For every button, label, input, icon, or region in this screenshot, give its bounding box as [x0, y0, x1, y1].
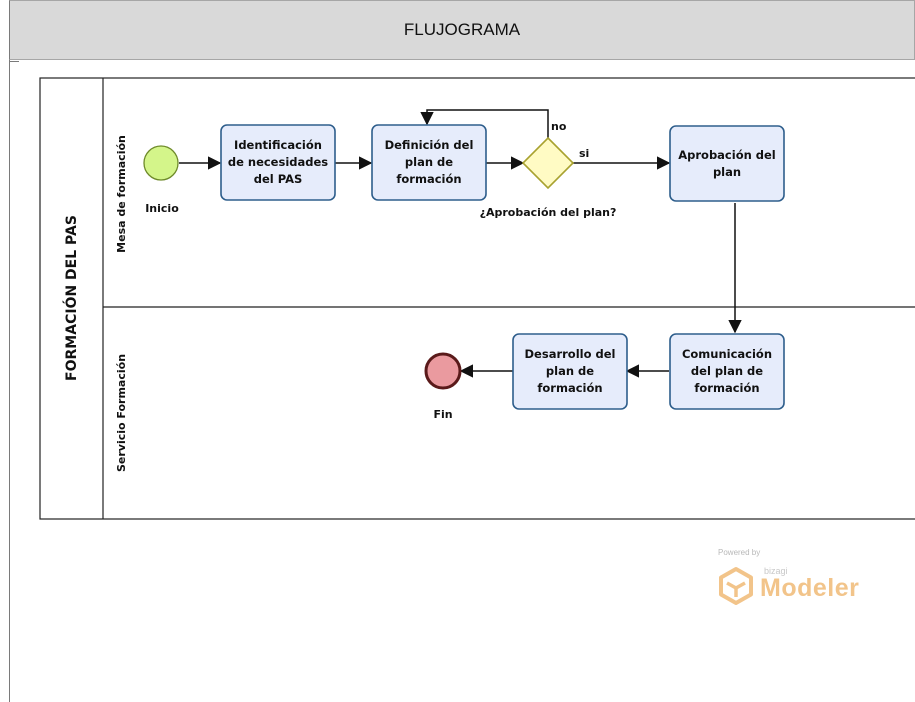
task-definicion[interactable]: Definición del plan de formación: [371, 124, 487, 201]
task-comunicacion[interactable]: Comunicación del plan de formación: [669, 333, 785, 410]
task-definicion-line3: formación: [396, 172, 461, 186]
task-desarrollo-line1: Desarrollo del: [525, 347, 616, 361]
task-definicion-line2: plan de: [405, 155, 453, 169]
task-definicion-shape[interactable]: [371, 124, 487, 201]
task-comunicacion-line2: del plan de: [691, 364, 763, 378]
task-comunicacion-line3: formación: [694, 381, 759, 395]
task-definicion-line1: Definición del: [385, 138, 474, 152]
watermark-brand: bizagi: [764, 566, 788, 576]
bizagi-logo-icon: [719, 567, 753, 605]
task-identificacion[interactable]: Identificación de necesidades del PAS: [220, 124, 336, 201]
end-event-label: Fin: [433, 408, 452, 421]
task-identificacion-shape[interactable]: [220, 124, 336, 201]
bizagi-watermark: Powered by bizagi Modeler: [716, 548, 886, 608]
end-event[interactable]: [424, 352, 462, 390]
frame-tick: [9, 61, 19, 62]
page-frame: [9, 0, 915, 702]
task-desarrollo-line3: formación: [537, 381, 602, 395]
task-desarrollo-line2: plan de: [546, 364, 594, 378]
task-aprobacion-line2: plan: [713, 165, 741, 179]
lane-label-mesa: Mesa de formación: [115, 135, 128, 253]
task-desarrollo-shape[interactable]: [512, 333, 628, 410]
watermark-product: Modeler: [760, 574, 860, 602]
start-event[interactable]: [143, 145, 179, 181]
task-comunicacion-line1: Comunicación: [682, 347, 772, 361]
lane-label-servicio: Servicio Formación: [115, 354, 128, 472]
approval-gateway[interactable]: [521, 136, 575, 190]
watermark-powered-by: Powered by: [718, 548, 761, 557]
header-bar: FLUJOGRAMA: [9, 0, 915, 60]
task-comunicacion-shape[interactable]: [669, 333, 785, 410]
gateway-label: ¿Aprobación del plan?: [480, 206, 617, 219]
flow-gateway-no: [420, 109, 549, 138]
task-aprobacion[interactable]: Aprobación del plan: [669, 125, 785, 202]
task-desarrollo[interactable]: Desarrollo del plan de formación: [512, 333, 628, 410]
page-title: FLUJOGRAMA: [403, 20, 521, 39]
gateway-no-label: no: [551, 120, 567, 133]
gateway-yes-label: si: [579, 147, 589, 160]
task-identificacion-line1: Identificación: [234, 138, 322, 152]
start-event-label: Inicio: [145, 202, 179, 215]
task-identificacion-line3: del PAS: [254, 172, 303, 186]
task-aprobacion-shape[interactable]: [669, 125, 785, 202]
pool-label: FORMACIÓN DEL PAS: [62, 215, 80, 381]
task-identificacion-line2: de necesidades: [228, 155, 328, 169]
task-aprobacion-line1: Aprobación del: [678, 148, 776, 162]
